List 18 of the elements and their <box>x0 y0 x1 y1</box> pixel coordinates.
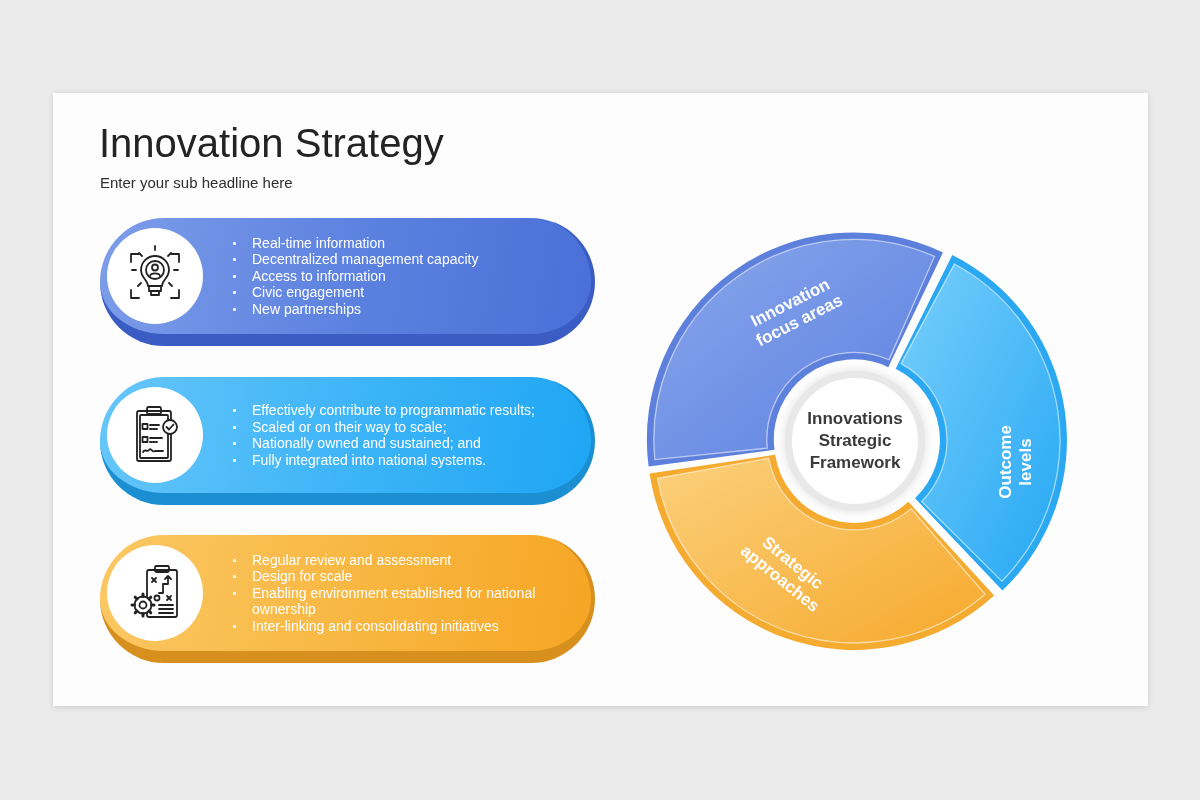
bullet-item: Fully integrated into national systems. <box>232 451 562 468</box>
bullet-item: Effectively contribute to programmatic results; <box>232 402 562 419</box>
bullet-item: Inter-linking and consolidating initiatives <box>232 617 562 635</box>
bullet-item: Access to information <box>232 267 562 285</box>
bullet-item: Decentralized management capacity <box>232 251 562 268</box>
bullet-item: New partnerships <box>232 300 562 318</box>
center-circle <box>785 371 925 511</box>
center-label: Innovations Strategic Framework <box>806 408 904 474</box>
bullet-item: Regular review and assessment <box>232 551 562 569</box>
segment-label: Outcome levels <box>996 424 1037 502</box>
slide-title: Innovation Strategy <box>99 123 444 163</box>
bullet-item: Real-time information <box>232 234 562 252</box>
bullet-item: Enabling environment established for national ownership <box>232 584 562 618</box>
bullet-item: Scaled or on their way to scale; <box>232 418 562 435</box>
bullet-item: Nationally owned and sustained; and <box>232 435 562 452</box>
subtitle: Enter your sub headline here <box>100 174 293 192</box>
bullet-item: Design for scale <box>232 568 562 585</box>
bullet-item: Civic engagement <box>232 284 562 301</box>
